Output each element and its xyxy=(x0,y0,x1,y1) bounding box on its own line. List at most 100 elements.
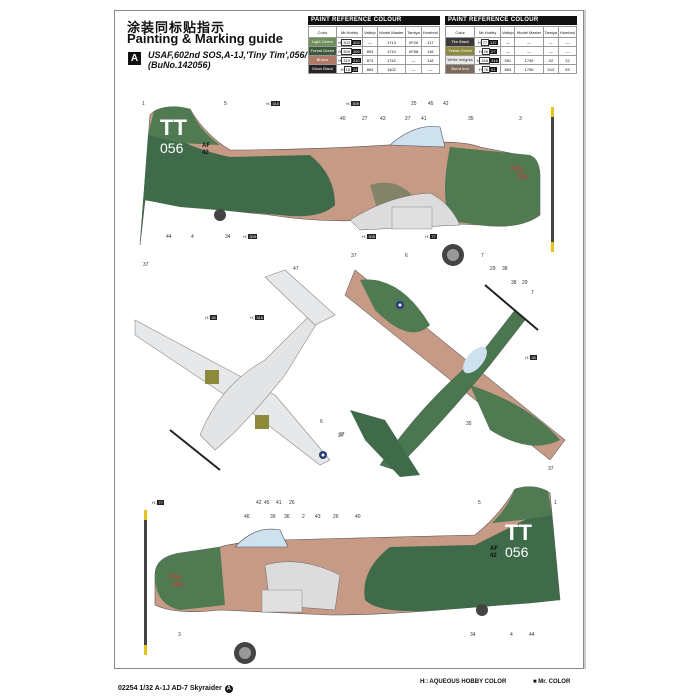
humbrol-code: — xyxy=(420,64,441,74)
scheme-line-2: (BuNo.142056) xyxy=(148,60,211,70)
humbrol-code: 53 xyxy=(557,64,578,74)
svg-text:056: 056 xyxy=(505,544,529,560)
paint-code-label: H□26 xyxy=(205,315,217,320)
callout: 37 xyxy=(143,262,149,268)
tamiya-code: XF58 xyxy=(405,46,422,56)
top-view xyxy=(344,269,566,477)
vallejo-code: 874 xyxy=(362,55,378,65)
humbrol-code: 116 xyxy=(420,46,441,56)
scheme-badge: A xyxy=(128,52,141,65)
model-master-code: 1402 xyxy=(376,64,407,74)
color-swatch: Gloss Black xyxy=(308,64,337,74)
vallejo-code: 864 xyxy=(362,64,378,74)
callout: 38 xyxy=(511,280,517,286)
paint-code-label: H□309 xyxy=(243,234,257,239)
callout: 5 xyxy=(224,101,227,107)
callout: 37 xyxy=(548,466,554,472)
col-model-master: Model Master xyxy=(514,26,544,38)
callout: 1 xyxy=(554,500,557,506)
callout: 27 xyxy=(405,116,411,122)
callout: 3 xyxy=(178,632,181,638)
model-master-code: 1796 xyxy=(514,64,544,74)
callout: 7 xyxy=(481,253,484,259)
svg-text:Tiny: Tiny xyxy=(168,574,182,581)
legend-mr-color: ■ Mr. COLOR xyxy=(533,679,571,685)
col-color: Color xyxy=(444,26,476,38)
callout: 45 xyxy=(264,500,270,506)
callout: 41 xyxy=(276,500,282,506)
tamiya-code: X10 xyxy=(542,64,559,74)
paint-code-label: H□77 xyxy=(152,500,164,505)
svg-text:Tiny: Tiny xyxy=(510,166,524,173)
callout: 45 xyxy=(428,101,434,107)
model-master-code: — xyxy=(514,37,544,47)
callout: 41 xyxy=(421,116,427,122)
paint-code-label: H□309 xyxy=(362,234,376,239)
model-master-code: 1713 xyxy=(376,37,407,47)
callout: 38 xyxy=(502,266,508,272)
humbrol-code: 118 xyxy=(420,55,441,65)
page-frame xyxy=(114,10,584,669)
model-master-code: — xyxy=(514,46,544,56)
scheme-line-1: USAF,602nd SOS,A-1J,'Tiny Tim',056/TT xyxy=(148,50,318,60)
col-humbrol: Humbrol xyxy=(557,26,578,38)
humbrol-code: — xyxy=(557,46,578,56)
callout: 6 xyxy=(320,419,323,425)
callout: 4 xyxy=(510,632,513,638)
color-swatch: Forest Green xyxy=(308,46,337,56)
callout: 25 xyxy=(411,101,417,107)
callout: 39 xyxy=(270,514,276,520)
product-label: 02254 1/32 A-1J AD-7 Skyraider xyxy=(118,685,222,692)
tamiya-code: — xyxy=(405,64,422,74)
callout: 43 xyxy=(380,116,386,122)
vallejo-code: 893 xyxy=(362,46,378,56)
tamiya-code: — xyxy=(542,37,559,47)
svg-text:42: 42 xyxy=(490,553,497,559)
paint-table-title: PAINT REFERENCE COLOUR xyxy=(445,16,577,25)
callout: 46 xyxy=(244,514,250,520)
callout: 2 xyxy=(302,514,305,520)
underside-view xyxy=(134,269,336,471)
col-mr-hobby: Mr.Hobby xyxy=(474,26,502,38)
callout: 6 xyxy=(405,253,408,259)
paint-code-label: H□309 xyxy=(346,101,360,106)
callout: 35 xyxy=(468,116,474,122)
scheme-marker: A xyxy=(224,685,233,693)
callout: 47 xyxy=(293,266,299,272)
title-chinese: 涂装同标贴指示 xyxy=(127,20,226,35)
color-swatch: Yellow Green xyxy=(444,46,476,56)
model-master-code: 1710 xyxy=(376,46,407,56)
callout: 35 xyxy=(466,421,472,427)
model-master-code: 1742 xyxy=(376,55,407,65)
svg-text:Tim: Tim xyxy=(172,582,184,589)
svg-text:TT: TT xyxy=(160,115,187,140)
color-swatch: White Insignia xyxy=(444,55,476,65)
vallejo-code: 863 xyxy=(500,64,516,74)
callout: 43 xyxy=(315,514,321,520)
col-tamiya: Tamiya xyxy=(542,26,559,38)
color-swatch: Light Green xyxy=(308,37,337,47)
callout: 1 xyxy=(142,101,145,107)
svg-text:AF: AF xyxy=(490,546,498,552)
callout: 42 xyxy=(443,101,449,107)
callout: 40 xyxy=(355,514,361,520)
paint-reference-table-1: PAINT REFERENCE COLOUR Color Mr.Hobby Va… xyxy=(308,16,441,74)
side-profile-right: TT 056 AF 42 Tiny Tim xyxy=(139,106,554,266)
color-swatch: Brown xyxy=(308,55,337,65)
legend-aqueous-hobby-color: H□ AQUEOUS HOBBY COLOR xyxy=(420,679,507,685)
vallejo-code: 951 xyxy=(500,55,516,65)
callout: 26 xyxy=(333,514,339,520)
